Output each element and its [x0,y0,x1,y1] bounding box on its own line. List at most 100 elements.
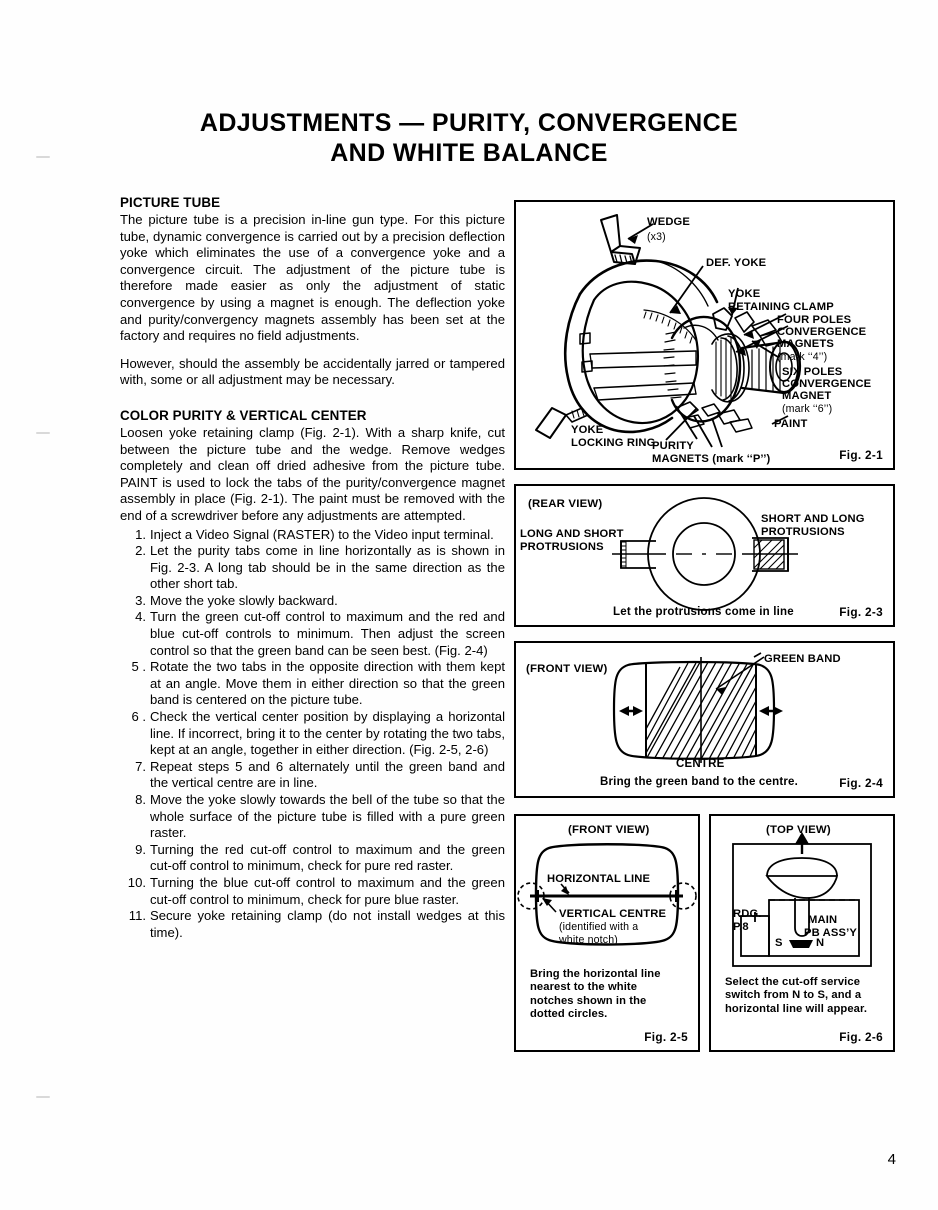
crt-screen-outline [534,843,680,946]
fig6-label-pb-assy: PB ASS’Y [804,927,858,939]
fig1-label-four-poles-2: CONVERGENCE [777,326,867,338]
fig1-label-wedge-qty: (x3) [647,231,666,243]
list-item: 11.Secure yoke retaining clamp (do not i… [120,908,505,941]
list-item: 8. Move the yoke slowly towards the bell … [120,792,505,842]
list-item: 7.Repeat steps 5 and 6 alternately until… [120,759,505,792]
body-text-column: PICTURE TUBE The picture tube is a preci… [120,195,505,941]
figure-2-6-illustration [732,832,872,967]
fig1-label-four-poles-3: MAGNETS [777,338,834,350]
fig3-number: Fig. 2-3 [839,605,883,619]
step-text: Let the purity tabs come in line horizon… [150,543,505,592]
fig1-label-six-poles-2: CONVERGENCE [782,378,872,390]
crt-screen-outline [612,660,776,760]
procedure-steps-list: 1.Inject a Video Signal (RASTER) to the … [120,527,505,942]
fig1-label-four-poles-1: FOUR POLES [777,314,852,326]
fig6-view-tag: (TOP VIEW) [766,824,831,836]
fig3-right-label-2: PROTRUSIONS [761,526,845,538]
scan-artifact [36,1096,50,1098]
step-text: Repeat steps 5 and 6 alternately until t… [150,758,505,791]
fig4-number: Fig. 2-4 [839,776,883,790]
step-number: 10. [127,874,146,890]
step-number: 9. [135,841,146,857]
fig6-label-rdg-1: RDG. [733,908,762,920]
section-heading-picture-tube: PICTURE TUBE [120,195,221,210]
fig6-label-main: MAIN [808,914,838,926]
fig5-note: Bring the horizontal line nearest to the… [530,968,661,1021]
figure-2-3-illustration [612,497,798,611]
step-number: 2. [135,543,146,559]
step-number: 7. [135,758,146,774]
fig1-number: Fig. 2-1 [839,448,883,462]
fig1-label-purity-1: PURITY [652,440,694,452]
step-text: Rotate the two tabs in the opposite dire… [150,659,505,708]
fig6-number: Fig. 2-6 [839,1030,883,1044]
fig5-number: Fig. 2-5 [644,1030,688,1044]
fig3-caption: Let the protrusions come in line [613,606,794,618]
page-title: ADJUSTMENTS — PURITY, CONVERGENCE AND WH… [0,108,938,168]
fig1-label-def-yoke: DEF. YOKE [706,257,767,269]
step-number: 8. [135,792,146,807]
step-number: 4. [135,609,146,625]
fig5-label-vertical-centre-sub-2: white notch) [559,934,618,946]
fig1-label-four-poles-mark: (mark ‘‘4’’) [777,351,828,363]
step-number: 6 . [131,709,146,725]
step-text: Check the vertical center position by di… [150,709,505,758]
list-item: 9.Turning the red cut-off control to max… [120,842,505,875]
step-number: 5 . [131,659,146,675]
fig1-label-purity-2: MAGNETS (mark ‘‘P’’) [652,453,771,465]
fig1-label-wedge: WEDGE [647,216,691,228]
step-text: Secure yoke retaining clamp (do not inst… [150,908,505,940]
fig1-label-paint: PAINT [774,418,808,430]
fig4-label-centre: CENTRE [676,758,725,770]
fig5-label-vertical-centre-sub-1: (identified with a [559,921,639,933]
scan-artifact [36,156,50,158]
paragraph: The picture tube is a precision in-line … [120,212,505,344]
scan-artifact [36,432,50,434]
step-text: Turn the green cut-off control to maximu… [150,609,505,658]
figure-2-1: WEDGE (x3) DEF. YOKE YOKE RETAINING CLAM… [514,200,895,470]
step-text: Inject a Video Signal (RASTER) to the Vi… [150,526,494,542]
fig6-label-switch-n: N [816,937,825,949]
fig1-label-yoke-retaining-clamp-1: YOKE [728,288,761,300]
list-item: 1.Inject a Video Signal (RASTER) to the … [120,527,505,544]
step-number: 3. [135,592,146,608]
step-text: Move the yoke slowly backward. [150,592,338,608]
fig4-caption: Bring the green band to the centre. [600,776,799,788]
step-text: Turning the red cut-off control to maxim… [150,841,505,874]
step-text: Move the yoke slowly towards the bell of… [150,792,505,841]
fig6-label-rdg-2: P.8 [733,921,749,933]
page-title-line-2: AND WHITE BALANCE [330,139,608,167]
fig3-left-label-2: PROTRUSIONS [520,541,604,553]
list-item: 6 . Check the vertical center position by… [120,709,505,759]
list-item: 10.Turning the blue cut-off control to m… [120,875,505,908]
fig6-label-switch-s: S [775,937,783,949]
figure-2-4: (FRONT VIEW) GREEN BAND [514,641,895,798]
list-item: 2.Let the purity tabs come in line horiz… [120,543,505,593]
fig1-label-yoke-retaining-clamp-2: RETAINING CLAMP [728,301,834,313]
step-number: 11. [128,908,146,924]
paragraph: Loosen yoke retaining clamp (Fig. 2-1). … [120,424,505,523]
fig1-label-six-poles-mark: (mark ‘‘6’’) [782,403,833,415]
list-item: 4.Turn the green cut-off control to maxi… [120,609,505,659]
fig4-label-green-band: GREEN BAND [764,653,841,665]
list-item: 3.Move the yoke slowly backward. [120,593,505,610]
figure-2-6: (TOP VIEW) [709,814,895,1052]
fig6-note: Select the cut-off service switch from N… [725,976,868,1015]
fig5-label-vertical-centre: VERTICAL CENTRE [559,908,667,920]
page-number: 4 [887,1151,896,1168]
step-number: 1. [135,526,146,542]
step-text: Turning the blue cut-off control to maxi… [150,874,505,907]
figure-2-4-illustration [612,652,783,763]
fig3-right-label-1: SHORT AND LONG [761,513,865,525]
fig1-label-six-poles-3: MAGNET [782,390,832,402]
fig1-label-yoke-locking-2: LOCKING RING [571,437,656,449]
page-title-line-1: ADJUSTMENTS — PURITY, CONVERGENCE [199,109,739,137]
figure-2-5-illustration [517,843,697,946]
fig1-label-yoke-locking-1: YOKE [571,424,604,436]
list-item: 5 . Rotate the two tabs in the opposite d… [120,659,505,709]
fig3-view-tag: (REAR VIEW) [528,498,603,510]
figure-2-3: (REAR VIEW) LONG AND SHORT PROTRUSIONS S… [514,484,895,627]
fig4-view-tag: (FRONT VIEW) [526,663,608,675]
figure-2-1-illustration [535,214,802,448]
